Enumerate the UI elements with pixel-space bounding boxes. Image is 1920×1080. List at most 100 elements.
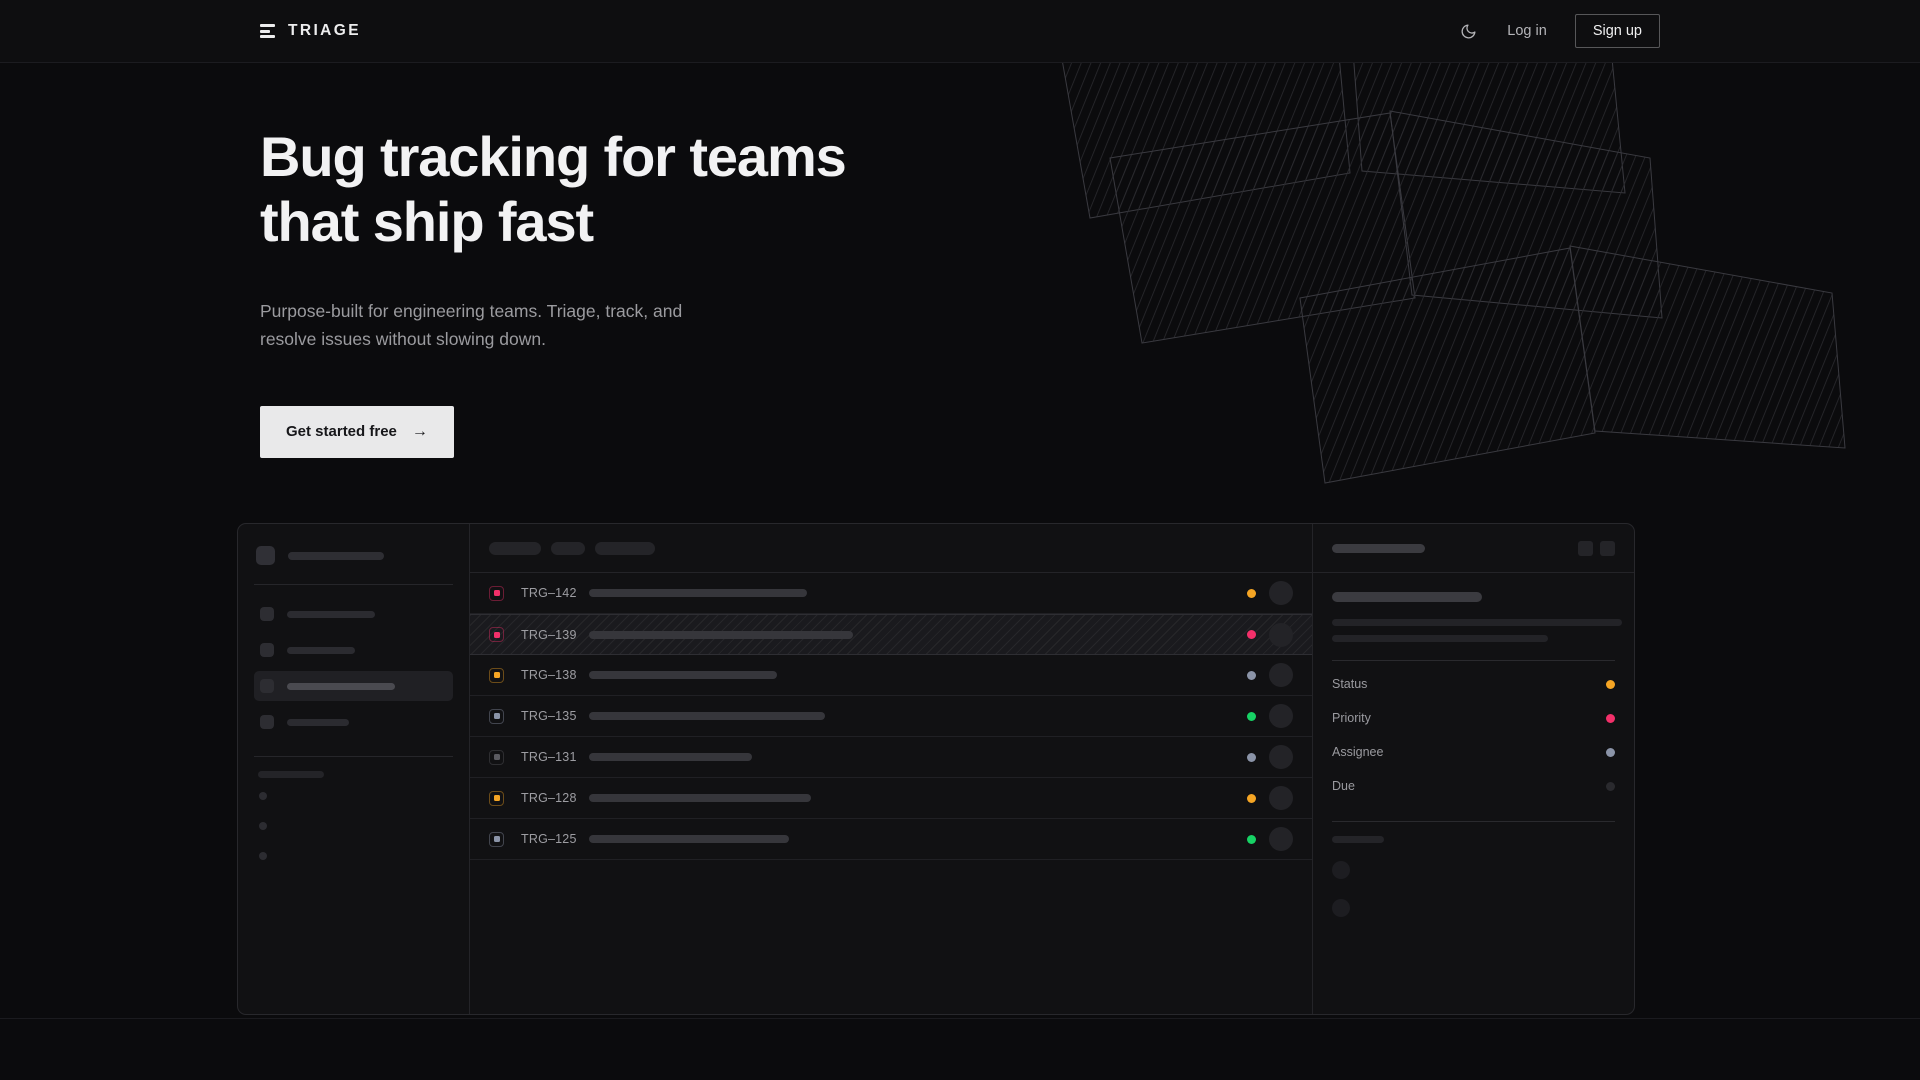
heading-line-1: Bug tracking for teams (260, 125, 847, 188)
detail-meta-status[interactable]: Status (1332, 667, 1615, 701)
avatar[interactable] (1269, 786, 1293, 810)
status-badge[interactable] (1247, 793, 1256, 803)
priority-chip[interactable] (489, 790, 504, 806)
activity-avatar[interactable] (1332, 861, 1350, 879)
table-row[interactable]: TRG–142 (470, 573, 1312, 614)
toolbar-filter-pill[interactable] (489, 541, 541, 555)
brand-name: TRIAGE (288, 22, 361, 39)
sidebar-item-icon (260, 607, 274, 621)
table-row[interactable]: TRG–128 (470, 778, 1312, 819)
issue-title-placeholder (589, 794, 811, 802)
status-badge[interactable] (1247, 711, 1256, 721)
sidebar-mini-item[interactable] (259, 792, 267, 800)
detail-meta-value-dot (1606, 713, 1615, 723)
sidebar-mini-list (254, 792, 453, 860)
sidebar-item-0[interactable] (254, 599, 453, 629)
hero-section: Bug tracking for teams that ship fast Pu… (0, 63, 1920, 1018)
detail-meta-assignee[interactable]: Assignee (1332, 735, 1615, 769)
sidebar-item-2[interactable] (254, 671, 453, 701)
subtitle-line-2: resolve issues without slowing down. (260, 329, 546, 350)
table-row[interactable]: TRG–131 (470, 737, 1312, 778)
issue-title-placeholder (589, 671, 777, 679)
activity-label-placeholder (1332, 836, 1384, 843)
detail-action-button[interactable] (1578, 540, 1593, 556)
table-row[interactable]: TRG–135 (470, 696, 1312, 737)
arrow-right-icon: → (411, 422, 428, 440)
sidebar-item-3[interactable] (254, 707, 453, 737)
detail-meta-value-dot (1606, 747, 1615, 757)
login-link[interactable]: Log in (1507, 23, 1547, 39)
avatar[interactable] (1269, 663, 1293, 687)
sidebar-item-label (287, 682, 395, 690)
sidebar-item-icon (260, 715, 274, 729)
priority-chip[interactable] (489, 585, 504, 601)
table-row[interactable]: TRG–138 (470, 655, 1312, 696)
issue-id: TRG–139 (521, 627, 577, 642)
sidebar-item-label (287, 718, 349, 726)
get-started-button[interactable]: Get started free → (260, 405, 454, 458)
detail-meta-value-dot (1606, 781, 1615, 791)
detail-meta-due[interactable]: Due (1332, 769, 1615, 803)
sidebar-mini-item[interactable] (259, 822, 267, 830)
detail-meta-value-dot (1606, 679, 1615, 689)
status-badge[interactable] (1247, 752, 1256, 762)
mockup-sidebar (238, 524, 470, 1014)
detail-text-line (1332, 619, 1622, 626)
sidebar-section-label (258, 771, 324, 778)
avatar[interactable] (1269, 704, 1293, 728)
status-badge[interactable] (1247, 670, 1256, 680)
detail-meta-priority[interactable]: Priority (1332, 701, 1615, 735)
sidebar-item-1[interactable] (254, 635, 453, 665)
heading-line-2: that ship fast (260, 189, 594, 253)
avatar[interactable] (1269, 745, 1293, 769)
signup-button[interactable]: Sign up (1574, 14, 1660, 48)
table-row[interactable]: TRG–139 (470, 614, 1312, 655)
table-row[interactable]: TRG–125 (470, 819, 1312, 860)
avatar[interactable] (1269, 827, 1293, 851)
issue-id: TRG–128 (521, 791, 577, 805)
priority-chip[interactable] (489, 708, 504, 724)
detail-meta-label: Due (1332, 779, 1355, 793)
sidebar-item-icon (260, 679, 274, 693)
issue-id: TRG–142 (521, 586, 577, 600)
status-badge[interactable] (1247, 630, 1256, 639)
issue-id: TRG–125 (521, 832, 577, 846)
detail-divider-1 (1332, 660, 1615, 661)
detail-issue-title-placeholder (1332, 592, 1482, 602)
detail-header-buttons (1578, 540, 1615, 556)
detail-header (1313, 524, 1634, 573)
status-badge[interactable] (1247, 834, 1256, 844)
detail-divider-2 (1332, 821, 1615, 822)
priority-chip[interactable] (489, 627, 504, 642)
moon-icon[interactable] (1457, 20, 1479, 42)
toolbar-filter-pill[interactable] (551, 541, 585, 555)
list-toolbar (470, 524, 1312, 573)
detail-title-placeholder (1332, 543, 1425, 553)
priority-chip[interactable] (489, 667, 504, 683)
footer-divider (0, 1018, 1920, 1019)
sidebar-mini-item[interactable] (259, 852, 267, 860)
workspace-switcher[interactable] (254, 542, 453, 565)
avatar[interactable] (1269, 622, 1293, 647)
top-navbar: TRIAGE Log in Sign up (0, 0, 1920, 63)
detail-text-line (1332, 635, 1548, 642)
detail-action-button[interactable] (1600, 540, 1615, 556)
activity-avatars (1332, 861, 1615, 917)
status-badge[interactable] (1247, 588, 1256, 598)
detail-meta-label: Assignee (1332, 745, 1384, 759)
priority-chip[interactable] (489, 749, 504, 765)
toolbar-filter-pill[interactable] (595, 541, 655, 555)
sidebar-item-label (287, 610, 375, 618)
sidebar-nav-list (254, 599, 453, 737)
activity-avatar[interactable] (1332, 899, 1350, 917)
workspace-square-icon (256, 546, 275, 565)
issue-title-placeholder (589, 753, 752, 761)
issue-id: TRG–131 (521, 750, 577, 764)
priority-chip[interactable] (489, 831, 504, 847)
brand-logo[interactable]: TRIAGE (260, 22, 361, 40)
avatar[interactable] (1269, 581, 1293, 605)
subtitle-line-1: Purpose-built for engineering teams. Tri… (260, 300, 683, 321)
